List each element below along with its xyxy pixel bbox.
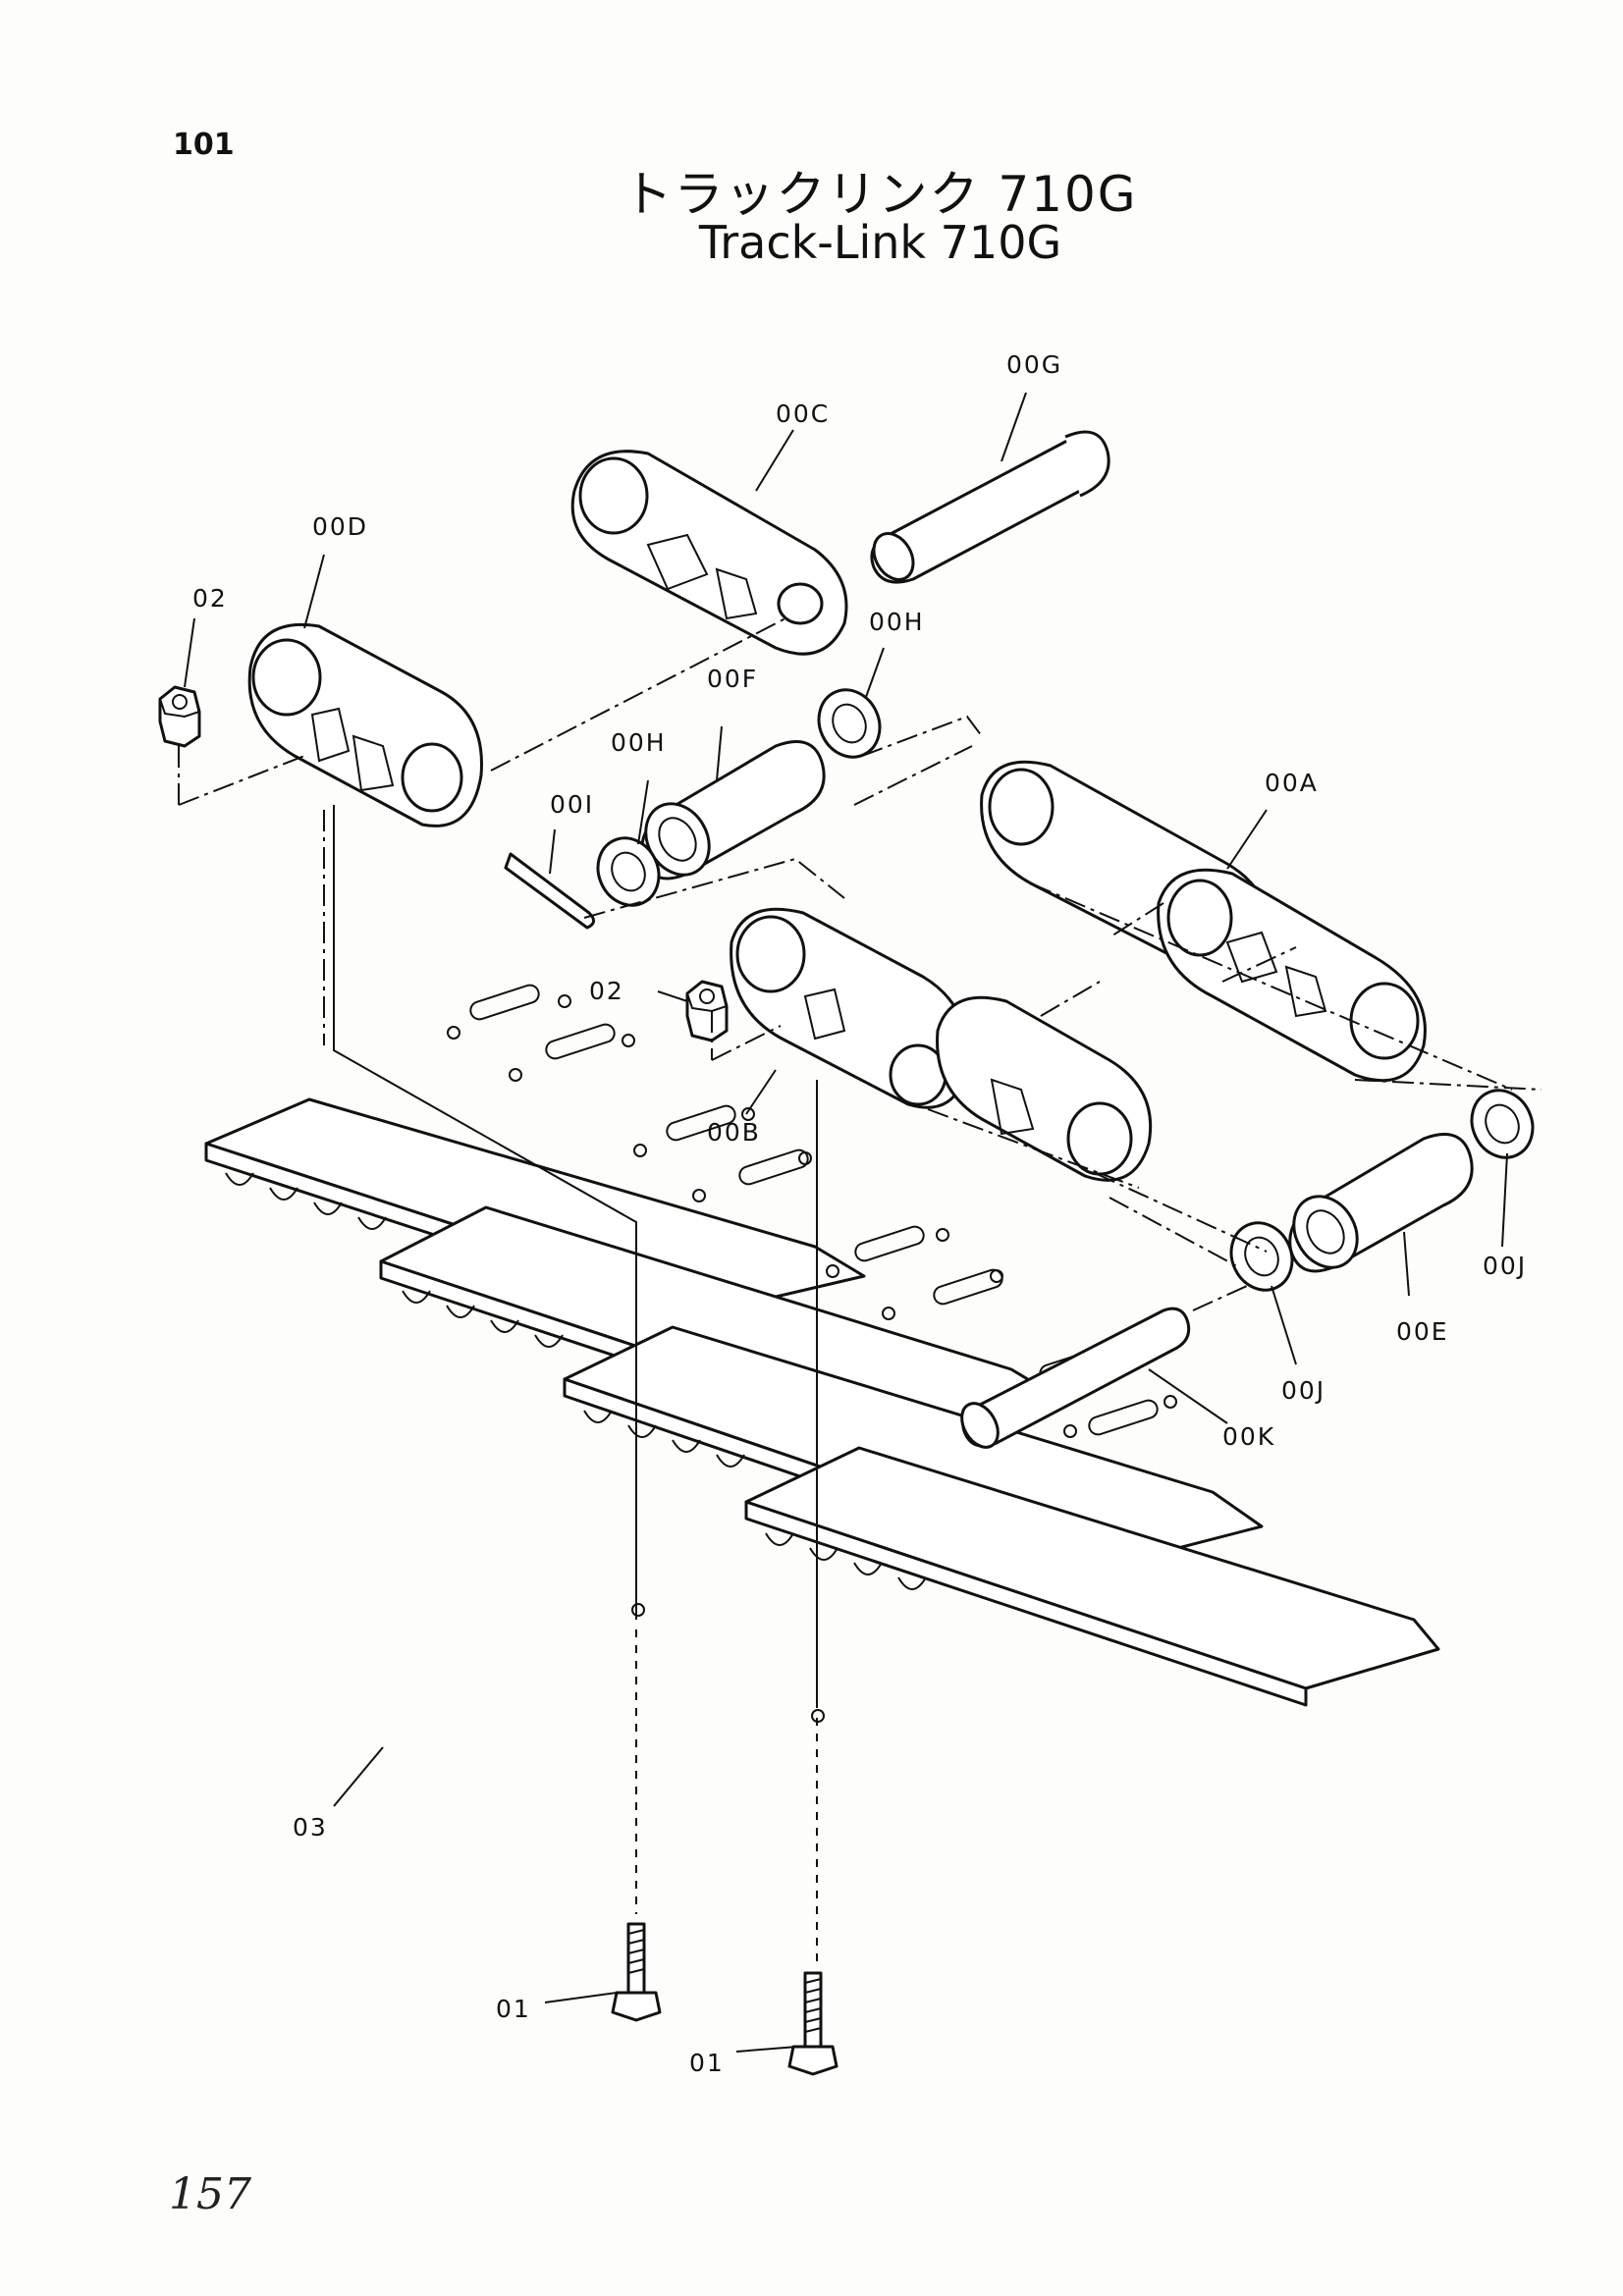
bushing-00F — [640, 740, 826, 881]
label-00G: 00G — [1006, 350, 1062, 379]
link-d-bushing-bore — [401, 742, 463, 813]
track-shoe-4-edge — [744, 1500, 1308, 1707]
label-03: 03 — [293, 1813, 328, 1842]
shoe-bolt-01-left — [611, 1922, 662, 2022]
seal-00J-left — [1229, 1221, 1294, 1292]
label-00F: 00F — [707, 665, 758, 693]
label-01-left: 01 — [496, 1995, 531, 2023]
part-labels: 00C 00G 00D 02 00H 00F 00H 00I 00A 02 00… — [192, 350, 1527, 2077]
page-title-japanese: トラックリンク 710G — [622, 166, 1138, 223]
label-00A: 00A — [1265, 769, 1319, 797]
shoe-grouser-teeth-4 — [765, 1532, 927, 1590]
label-00B: 00B — [707, 1118, 761, 1147]
leader-lines — [184, 392, 1508, 2053]
seal-00J-right — [1470, 1089, 1535, 1159]
label-02-top: 02 — [192, 584, 228, 613]
link-c-bore — [578, 456, 649, 535]
label-00J-left: 00J — [1281, 1376, 1325, 1405]
page-title-english: Track-Link 710G — [698, 216, 1062, 269]
label-00H-right: 00H — [869, 608, 925, 636]
seal-00H-right — [817, 688, 882, 759]
label-00K: 00K — [1222, 1422, 1275, 1451]
track-shoe-assembly — [204, 984, 1440, 1723]
shoe-bolt-01-right — [787, 1971, 839, 2076]
track-pin-00G — [870, 430, 1110, 584]
cotter-pin-00I — [504, 852, 595, 930]
handwritten-page-note: 157 — [169, 2169, 251, 2219]
label-00I: 00I — [550, 790, 594, 819]
label-00H-left: 00H — [611, 728, 667, 757]
link-d-bore — [251, 638, 322, 717]
page-number: 101 — [173, 128, 235, 162]
nut-02-mid — [685, 980, 729, 1042]
seal-00H-left — [596, 836, 661, 907]
nut-02-top — [158, 685, 201, 748]
label-00E: 00E — [1396, 1317, 1449, 1346]
bushing-00E — [1288, 1133, 1474, 1273]
shoe-grouser-teeth-3 — [583, 1410, 745, 1468]
shoe-grouser-teeth-1 — [225, 1172, 387, 1230]
label-00J-right: 00J — [1483, 1252, 1527, 1280]
assembly-guide-lines — [178, 617, 1542, 1963]
track-link-00D — [247, 622, 483, 828]
track-link-00C — [570, 450, 848, 656]
label-01-right: 01 — [689, 2049, 725, 2077]
label-00C: 00C — [776, 400, 830, 428]
track-link-00B — [730, 907, 1153, 1182]
master-pin-00K — [960, 1307, 1191, 1449]
label-00D: 00D — [312, 512, 368, 541]
link-c-pin-hole — [777, 582, 824, 625]
label-02-mid: 02 — [589, 977, 624, 1005]
shoe-grouser-teeth-2 — [402, 1290, 564, 1348]
